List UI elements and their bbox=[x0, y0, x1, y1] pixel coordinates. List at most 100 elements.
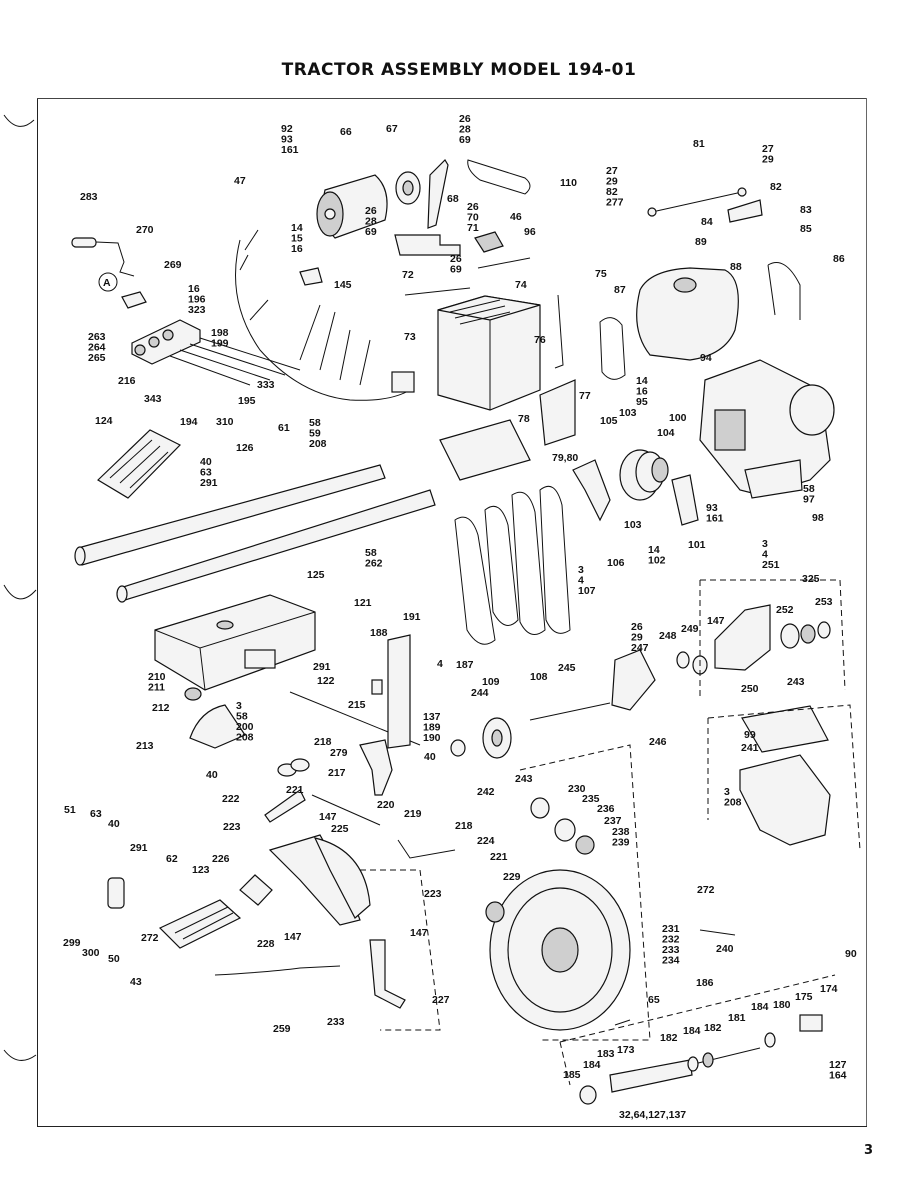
part-number-label: 96 bbox=[524, 226, 536, 238]
part-number-label: 100 bbox=[669, 412, 687, 424]
binding-mark-top bbox=[3, 114, 35, 127]
part-number-label: 230 bbox=[568, 783, 586, 795]
battery-bracket-part bbox=[539, 379, 576, 446]
pitman-arm-part bbox=[359, 739, 393, 796]
engine-part bbox=[699, 359, 835, 499]
part-number-label: 223 bbox=[223, 821, 241, 833]
part-number-label: 218 bbox=[455, 820, 473, 832]
callout-a-marker: A bbox=[98, 272, 118, 292]
part-number-label: 101 bbox=[688, 539, 706, 551]
part-number-label: 241 bbox=[741, 742, 759, 754]
battery-box-part bbox=[739, 705, 831, 846]
part-number-label: 43 bbox=[130, 976, 142, 988]
bushing-188-part bbox=[371, 679, 383, 695]
group-line-box bbox=[707, 704, 861, 851]
throttle-lever-part bbox=[71, 237, 135, 277]
part-number-label: 299 bbox=[63, 937, 81, 949]
part-number-label: 243 bbox=[787, 676, 805, 688]
part-number-label: 109 bbox=[482, 676, 500, 688]
tank-strap-87-part bbox=[599, 317, 626, 380]
part-number-label: 40 bbox=[424, 751, 436, 763]
part-number-label: 186 bbox=[696, 977, 714, 989]
part-number-label: 67 bbox=[386, 123, 398, 135]
part-number-label: 89 bbox=[695, 236, 707, 248]
part-number-label: 269 bbox=[164, 259, 182, 271]
bushing-212-part bbox=[184, 687, 202, 701]
part-number-label: 72 bbox=[402, 269, 414, 281]
part-number-label: 325 bbox=[802, 573, 820, 585]
group-line-wheel bbox=[519, 744, 651, 1041]
part-number-label: 212 bbox=[152, 702, 170, 714]
part-number-label: 182 bbox=[704, 1022, 722, 1034]
battery-cable-part bbox=[477, 257, 531, 269]
part-number-label: 252 bbox=[776, 604, 794, 616]
part-number-label: 106 bbox=[607, 557, 625, 569]
part-number-label: 184 bbox=[751, 1001, 769, 1013]
part-number-label: 122 bbox=[317, 675, 335, 687]
frame-rail-lower-part bbox=[116, 489, 436, 603]
binding-mark-bottom bbox=[3, 1049, 37, 1061]
part-number-label: 63 bbox=[90, 808, 102, 820]
part-number-label: 123 bbox=[192, 864, 210, 876]
frame-bottom-rule bbox=[37, 1126, 867, 1127]
part-number-label: 121 bbox=[354, 597, 372, 609]
part-number-label: 279 bbox=[330, 747, 348, 759]
lever-222-part bbox=[264, 789, 306, 823]
battery-tray-part bbox=[439, 419, 531, 481]
clamp-part bbox=[121, 291, 147, 309]
part-number-label: 66 bbox=[340, 126, 352, 138]
part-number-label: 40 bbox=[108, 818, 120, 830]
front-axle-housing-part bbox=[154, 594, 316, 691]
part-number-label: 76 bbox=[534, 334, 546, 346]
part-number-label: 79,80 bbox=[552, 452, 578, 464]
part-number-label: 224 bbox=[477, 835, 495, 847]
group-line-shaft bbox=[559, 974, 836, 1086]
part-number-label: 175 bbox=[795, 991, 813, 1003]
lift-shaft-assembly-part bbox=[579, 1014, 823, 1105]
part-number-label: 259 bbox=[273, 1023, 291, 1035]
part-number-label: 250 bbox=[741, 683, 759, 695]
clutch-pulley-part bbox=[619, 449, 669, 501]
frame-top-rule bbox=[37, 98, 867, 99]
part-number-label: 51 bbox=[64, 804, 76, 816]
part-number-label: 50 bbox=[108, 953, 120, 965]
part-number-label: 249 bbox=[681, 623, 699, 635]
part-number-label: 236 bbox=[597, 803, 615, 815]
page-number: 3 bbox=[864, 1143, 874, 1158]
part-number-label: 291 bbox=[130, 842, 148, 854]
part-number-label: 195 bbox=[238, 395, 256, 407]
part-number-label: 221 bbox=[490, 851, 508, 863]
front-axle-beam-part bbox=[268, 834, 371, 926]
part-number-label: 147 bbox=[410, 927, 428, 939]
part-number-label: 47 bbox=[234, 175, 246, 187]
part-number-label: 94 bbox=[700, 352, 712, 364]
part-number-label: 75 bbox=[595, 268, 607, 280]
part-number-label: 147 bbox=[319, 811, 337, 823]
part-number-label: 77 bbox=[579, 390, 591, 402]
part-number-label: 147 bbox=[707, 615, 725, 627]
battery-part bbox=[437, 295, 541, 411]
part-number-label: 185 bbox=[563, 1069, 581, 1081]
part-number-label: 82 bbox=[770, 181, 782, 193]
part-number-label: 225 bbox=[331, 823, 349, 835]
part-number-label: 243 bbox=[515, 773, 533, 785]
part-number-label: 245 bbox=[558, 662, 576, 674]
part-number-label: 248 bbox=[659, 630, 677, 642]
part-number-label: 216 bbox=[118, 375, 136, 387]
